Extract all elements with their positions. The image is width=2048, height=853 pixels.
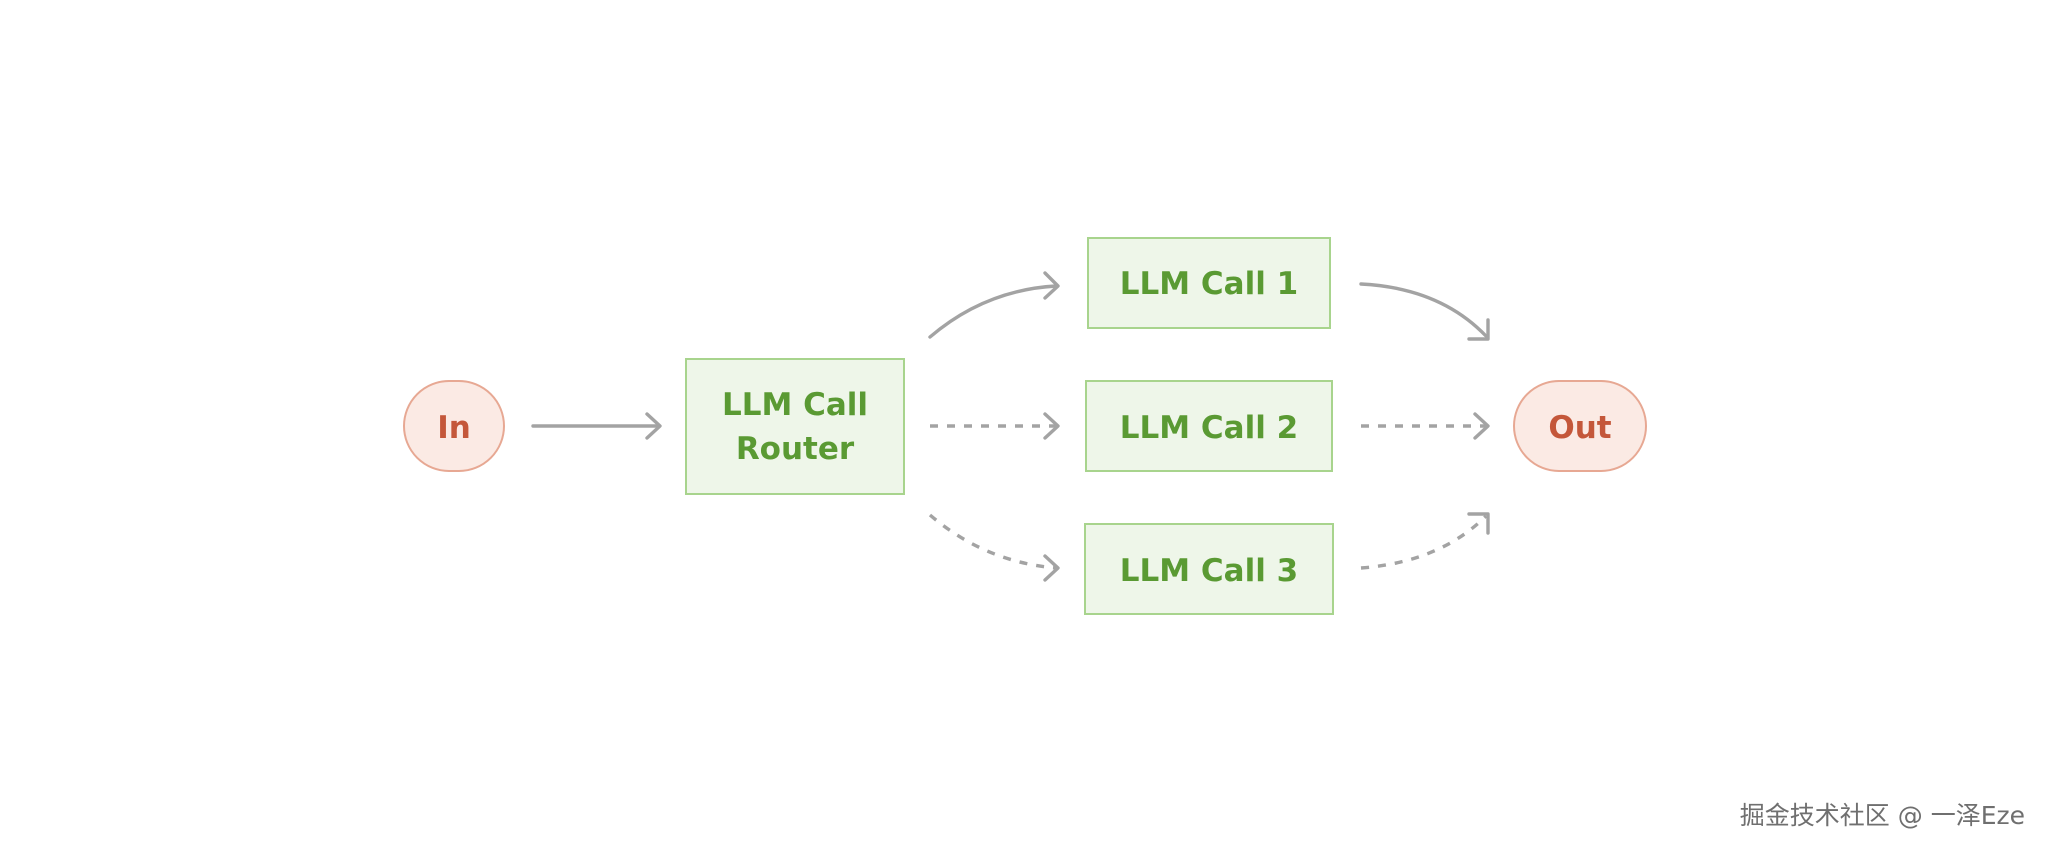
edge-router-to-call-2-arrowhead [1043, 412, 1060, 440]
input-node-label: In [437, 410, 471, 446]
edge-router-to-call-3 [928, 513, 1060, 582]
edge-call-1-to-output-line [1359, 282, 1488, 338]
llm-call-2-label: LLM Call 2 [1120, 410, 1298, 446]
output-node: Out [1513, 380, 1647, 472]
edge-router-to-call-3-line [928, 513, 1057, 570]
edge-call-3-to-output-arrowhead [1467, 512, 1490, 535]
router-node-shape [685, 358, 905, 495]
edge-call-1-to-output [1359, 282, 1490, 341]
llm-call-1-label: LLM Call 1 [1120, 266, 1298, 302]
edge-router-to-call-2 [930, 412, 1060, 440]
llm-call-3-node: LLM Call 3 [1084, 523, 1334, 615]
edge-call-2-to-output-arrowhead [1473, 412, 1490, 440]
edge-call-3-to-output [1360, 512, 1490, 570]
edge-input-to-router [531, 412, 662, 440]
edge-input-to-router-arrowhead [645, 412, 662, 440]
edge-router-to-call-1 [928, 271, 1060, 339]
llm-call-2-shape [1085, 380, 1333, 472]
edge-call-1-to-output-arrowhead [1467, 318, 1490, 341]
edge-router-to-call-1-arrowhead [1043, 271, 1060, 300]
watermark-text: 掘金技术社区 @ 一泽Eze [1739, 801, 2025, 830]
edge-router-to-call-1-line [928, 284, 1058, 339]
input-node-shape [403, 380, 505, 472]
edge-router-to-call-3-arrowhead [1043, 554, 1060, 582]
router-node-label-line2: Router [736, 431, 855, 467]
llm-call-1-shape [1087, 237, 1331, 329]
router-node-label-line1: LLM Call [722, 387, 868, 423]
llm-call-1-node: LLM Call 1 [1087, 237, 1331, 329]
router-node: LLM Call Router [685, 358, 905, 495]
output-node-shape [1513, 380, 1647, 472]
output-node-label: Out [1548, 410, 1611, 446]
edge-call-2-to-output [1361, 412, 1490, 440]
llm-call-2-node: LLM Call 2 [1085, 380, 1333, 472]
llm-call-3-label: LLM Call 3 [1120, 553, 1298, 589]
input-node: In [403, 380, 505, 472]
llm-call-3-shape [1084, 523, 1334, 615]
edge-call-3-to-output-line [1360, 514, 1488, 570]
